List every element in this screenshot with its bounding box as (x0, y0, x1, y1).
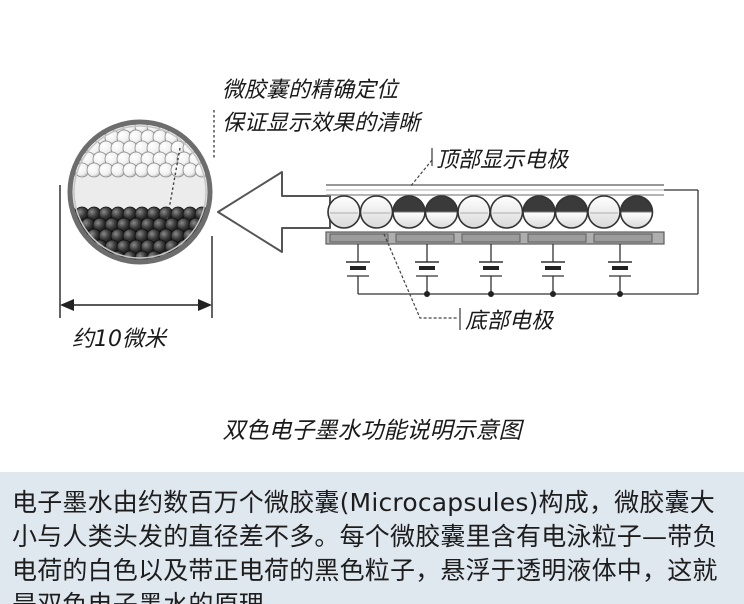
label-diameter: 约10微米 (72, 327, 168, 352)
white-particle (70, 122, 78, 134)
junction-dot (488, 291, 494, 297)
microcapsule (327, 195, 361, 229)
label-precise-positioning-1: 微胶囊的精确定位 (222, 78, 400, 103)
diagram-title: 双色电子墨水功能说明示意图 (223, 418, 525, 444)
black-particle (164, 261, 180, 262)
microcapsule (359, 195, 394, 229)
microcapsule (424, 195, 459, 229)
battery-symbol (346, 261, 370, 277)
electrode-pad (593, 233, 653, 243)
black-particle (70, 228, 78, 244)
label-bottom-electrode: 底部电极 (465, 309, 555, 334)
label-precise-positioning-2: 保证显示效果的清晰 (222, 111, 423, 136)
diameter-dimension (59, 185, 213, 318)
black-particle (70, 239, 84, 255)
black-particle (70, 250, 78, 262)
battery-symbol (479, 261, 503, 277)
white-particle (74, 122, 90, 134)
white-particle (200, 129, 210, 145)
microcapsule (457, 195, 491, 229)
white-particle (86, 122, 102, 134)
caption-text: 电子墨水由约数百万个微胶囊(Microcapsules)构成，微胶囊大小与人类头… (12, 488, 718, 604)
black-particle (86, 250, 102, 262)
microcapsule-row (327, 195, 654, 229)
battery-symbol (608, 261, 632, 277)
black-particle (200, 239, 210, 255)
black-particle (176, 261, 192, 262)
black-particle (182, 250, 198, 262)
e-ink-diagram: 微胶囊的精确定位 保证显示效果的清晰 顶部显示电极 底部电极 约10微米 双色电… (59, 78, 699, 444)
black-particle (70, 261, 84, 262)
microcapsule (587, 195, 621, 229)
black-particle (194, 250, 210, 262)
black-particle (200, 261, 210, 262)
junction-dot (550, 291, 556, 297)
microcapsule (489, 195, 524, 229)
electrode-pad (527, 233, 587, 243)
magnified-capsule (67, 119, 213, 265)
bottom-electrode-leader (383, 233, 458, 319)
microcapsule (554, 195, 589, 229)
top-electrode-leader (409, 159, 433, 188)
electrode-pad (329, 233, 389, 243)
microcapsule (392, 195, 426, 229)
junction-dot (424, 291, 430, 297)
divider-dashed (165, 147, 181, 227)
bottom-electrodes (329, 233, 653, 243)
black-particle (80, 261, 96, 262)
microcapsule (619, 195, 654, 229)
white-particle (70, 129, 84, 145)
black-particle (152, 261, 168, 262)
magnify-arrow (217, 171, 331, 253)
microcapsule (522, 195, 556, 229)
black-particle (74, 250, 90, 262)
electrode-pad (461, 233, 521, 243)
electrode-pad (395, 233, 455, 243)
display-cell (325, 184, 699, 297)
white-particle (70, 140, 78, 156)
black-particle (92, 261, 108, 262)
circuit (346, 244, 698, 297)
black-particle (104, 261, 120, 262)
caption-panel: 电子墨水由约数百万个微胶囊(Microcapsules)构成，微胶囊大小与人类头… (0, 472, 744, 604)
white-particle (182, 122, 198, 134)
junction-dot (617, 291, 623, 297)
black-particle (116, 261, 132, 262)
label-top-electrode: 顶部显示电极 (436, 148, 570, 173)
black-particle (188, 261, 204, 262)
white-particle (194, 122, 210, 134)
battery-symbol (415, 261, 439, 277)
battery-symbol (541, 261, 565, 277)
